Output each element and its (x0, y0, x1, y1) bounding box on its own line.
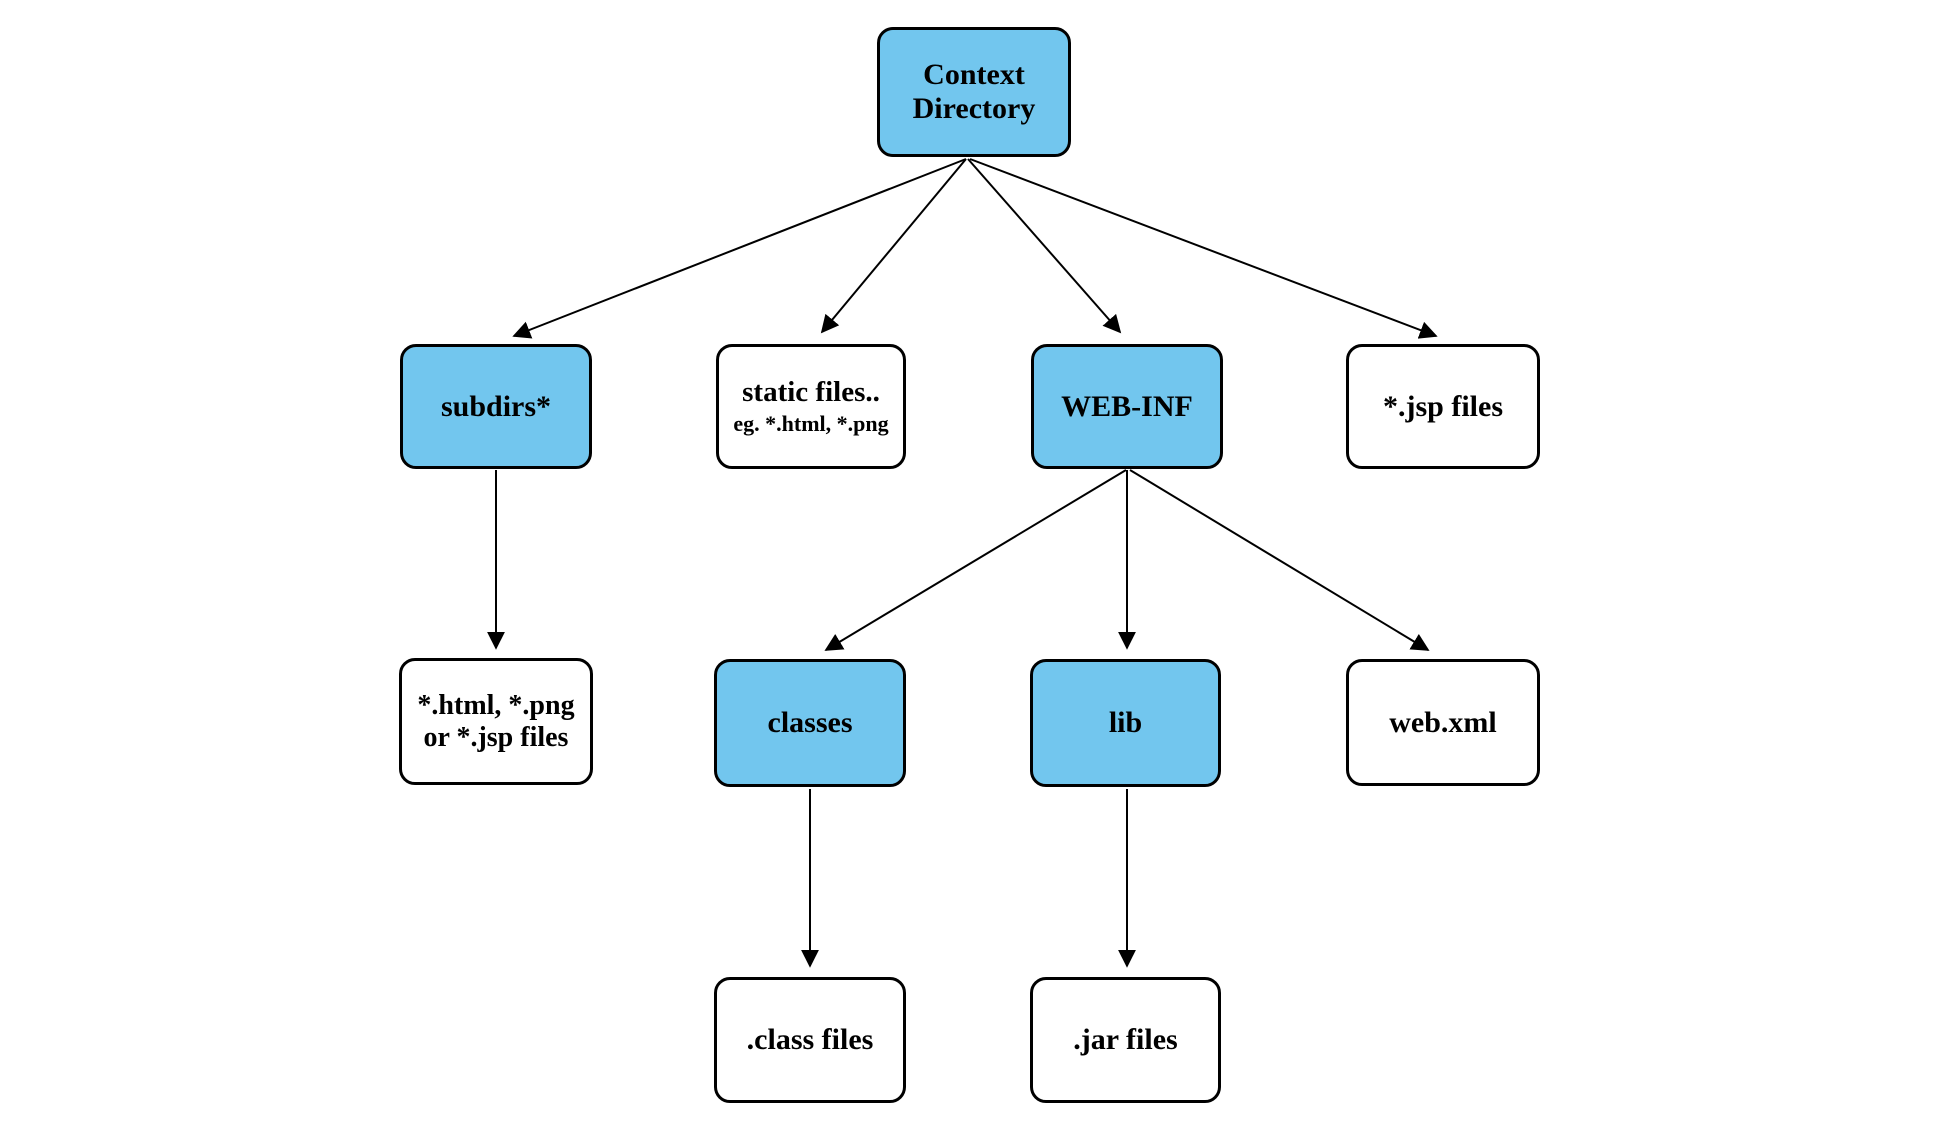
node-context-directory: Context Directory (877, 27, 1071, 157)
node-class-files: .class files (714, 977, 906, 1103)
node-web-xml: web.xml (1346, 659, 1540, 786)
node-web-xml-label: web.xml (1389, 705, 1497, 739)
node-subdir-contents: *.html, *.png or *.jsp files (399, 658, 593, 785)
node-lib-label: lib (1108, 706, 1143, 740)
node-web-inf-label: WEB-INF (1061, 389, 1193, 423)
node-subdirs: subdirs* (400, 344, 592, 469)
edge-context-to-jsp-files (969, 158, 1438, 339)
node-context-directory-label-line1: Context (923, 58, 1025, 92)
node-jsp-files: *.jsp files (1346, 344, 1540, 469)
edge-web-inf-to-classes (824, 469, 1127, 651)
node-static-files-sublabel: eg. *.html, *.png (733, 411, 889, 437)
edge-context-to-static-files (820, 158, 967, 334)
node-classes-label: classes (767, 706, 853, 740)
edge-context-to-subdirs (512, 158, 967, 339)
node-subdirs-label: subdirs* (440, 389, 552, 423)
node-class-files-label: .class files (746, 1023, 874, 1057)
node-lib: lib (1030, 659, 1221, 787)
node-jar-files-label: .jar files (1073, 1023, 1178, 1057)
node-web-inf: WEB-INF (1031, 344, 1223, 469)
edge-context-to-web-inf (967, 158, 1122, 334)
node-static-files: static files.. eg. *.html, *.png (716, 344, 906, 469)
node-jar-files: .jar files (1030, 977, 1221, 1103)
node-classes: classes (714, 659, 906, 787)
node-jsp-files-label: *.jsp files (1383, 389, 1503, 423)
node-context-directory-label-line2: Directory (912, 92, 1036, 125)
node-subdir-contents-label-line2: or *.jsp files (423, 721, 569, 753)
node-static-files-label: static files.. (742, 375, 880, 408)
edge-web-inf-to-web-xml (1129, 469, 1430, 651)
node-subdir-contents-label-line1: *.html, *.png (417, 690, 575, 722)
